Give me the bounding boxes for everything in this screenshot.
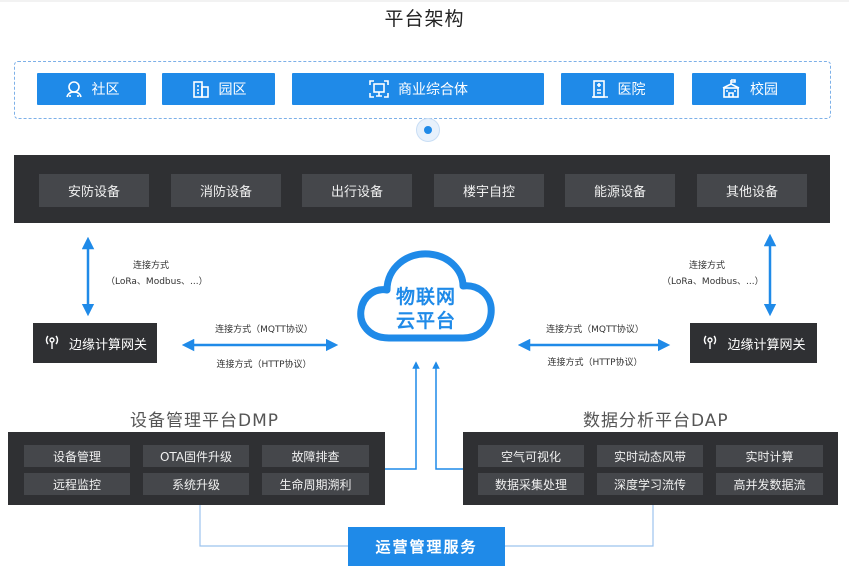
- scenario-commercial[interactable]: 商业综合体: [292, 73, 544, 105]
- scenario-hospital[interactable]: 医院: [561, 73, 674, 105]
- community-icon: [64, 79, 84, 99]
- device-item: 其他设备: [697, 174, 807, 207]
- dmp-to-cloud-line: [385, 361, 420, 470]
- scenario-label: 园区: [218, 82, 247, 98]
- gateway-label: 边缘计算网关: [727, 337, 806, 353]
- device-layer: [14, 155, 830, 223]
- commercial-complex-icon: [368, 79, 390, 99]
- park-building-icon: [191, 79, 211, 99]
- scenario-park[interactable]: 园区: [162, 73, 275, 105]
- cloud-platform-label: 物联网 云平台: [395, 286, 456, 332]
- dmp-title: 设备管理平台DMP: [130, 411, 280, 431]
- connector-hub-icon: [416, 118, 440, 142]
- dap-to-ops-line: [505, 505, 654, 547]
- scenario-community[interactable]: 社区: [37, 73, 146, 105]
- ops-service-box: 运营管理服务: [348, 527, 505, 566]
- device-item: 安防设备: [39, 174, 149, 207]
- right-connection-label: 连接方式 （LoRa、Modbus、...）: [662, 261, 764, 287]
- dap-title: 数据分析平台DAP: [583, 411, 729, 431]
- dmp-item: 远程监控: [24, 473, 130, 495]
- antenna-icon: [43, 332, 61, 354]
- campus-icon: [720, 79, 742, 99]
- dap-item: 实时计算: [716, 445, 823, 467]
- cloud-icon: [355, 246, 497, 344]
- dmp-item: 故障排查: [262, 445, 369, 467]
- gateway-label: 边缘计算网关: [68, 337, 147, 353]
- scenario-campus[interactable]: 校园: [692, 73, 806, 105]
- dmp-to-ops-line: [199, 505, 348, 547]
- scenario-label: 社区: [91, 82, 120, 98]
- device-item: 能源设备: [565, 174, 675, 207]
- dap-item: 数据采集处理: [478, 473, 584, 495]
- hospital-icon: [590, 79, 610, 99]
- dmp-item: 设备管理: [24, 445, 130, 467]
- left-connection-label: 连接方式 （LoRa、Modbus、...）: [106, 261, 208, 287]
- dap-item: 深度学习流传: [597, 473, 703, 495]
- mqtt-left-label: 连接方式（MQTT协议）: [215, 325, 313, 335]
- dmp-item: 系统升级: [143, 473, 249, 495]
- device-item: 消防设备: [171, 174, 281, 207]
- http-right-label: 连接方式（HTTP协议）: [547, 358, 643, 368]
- dap-item: 空气可视化: [478, 445, 584, 467]
- dap-item: 实时动态风带: [597, 445, 703, 467]
- dap-to-cloud-line: [432, 361, 464, 470]
- top-border: [0, 0, 849, 2]
- mqtt-right-label: 连接方式（MQTT协议）: [546, 325, 644, 335]
- scenario-label: 校园: [750, 82, 778, 98]
- dmp-item: 生命周期溯利: [262, 473, 369, 495]
- http-left-label: 连接方式（HTTP协议）: [216, 360, 312, 370]
- edge-gateway-right: 边缘计算网关: [690, 323, 817, 363]
- page-title: 平台架构: [384, 8, 465, 30]
- device-item: 楼宇自控: [434, 174, 544, 207]
- antenna-icon: [701, 332, 719, 354]
- scenario-label: 医院: [617, 82, 646, 98]
- scenario-label: 商业综合体: [398, 82, 468, 98]
- dmp-item: OTA固件升级: [143, 445, 249, 467]
- device-item: 出行设备: [302, 174, 412, 207]
- dap-item: 高并发数据流: [716, 473, 823, 495]
- edge-gateway-left: 边缘计算网关: [33, 323, 157, 363]
